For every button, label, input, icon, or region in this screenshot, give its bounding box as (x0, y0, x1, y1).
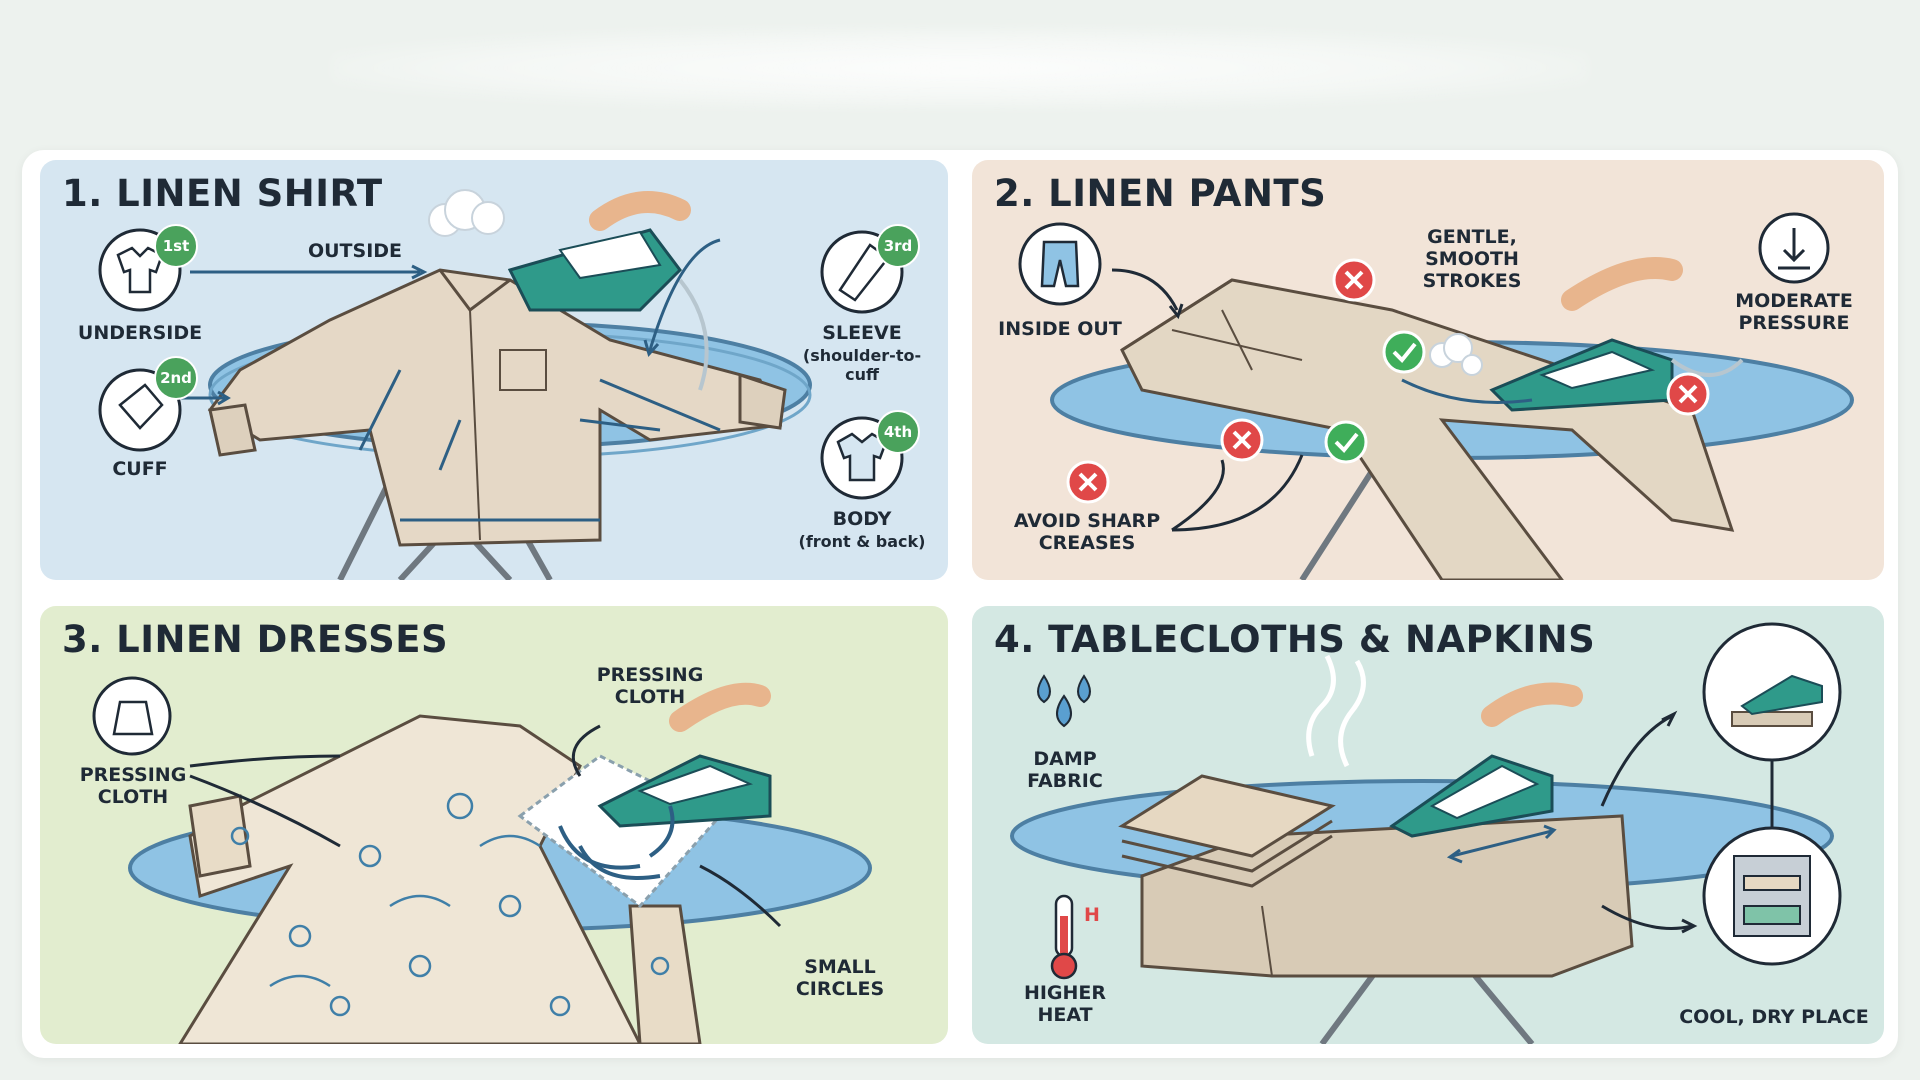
direction-arrows (180, 238, 721, 522)
label-body-note: (front & back) (798, 532, 926, 551)
top-title-area (330, 28, 1590, 108)
avoid-mark-icon (1666, 372, 1710, 416)
arrow-inside-out (1111, 268, 1184, 320)
step-badge-3rd: 3rd (876, 224, 920, 268)
pressing-cloth-icon (92, 676, 172, 756)
callout-arrows (189, 724, 782, 928)
label-avoid-creases: AVOID SHARP CREASES (1013, 510, 1161, 554)
label-damp-fabric: DAMP FABRIC (1027, 748, 1103, 792)
water-drops-icon (1037, 674, 1091, 728)
panel-linen-dresses: 3. LINEN DRESSES PRESSING CLOTH PRESSING… (40, 606, 948, 1044)
check-mark-icon (1382, 330, 1426, 374)
floral-pattern (230, 792, 670, 1017)
patterned-dress (178, 714, 702, 1044)
linen-pants-illustration (1018, 212, 1854, 580)
label-pressing-cloth-icon: PRESSING CLOTH (79, 764, 187, 808)
tablecloth-illustration (1010, 622, 1842, 1044)
step-badge-2nd: 2nd (154, 356, 198, 400)
avoid-mark-icon (1332, 258, 1376, 302)
label-moderate-pressure: MODERATE PRESSURE (1735, 290, 1853, 334)
label-outside: OUTSIDE (307, 240, 403, 262)
label-underside: UNDERSIDE (77, 322, 203, 344)
panel-linen-pants: 2. LINEN PANTS INSIDE OUT GENTLE, SMOOTH… (972, 160, 1884, 580)
arrow-creases (1171, 454, 1304, 532)
check-mark-icon (1324, 420, 1368, 464)
linen-shirt (207, 268, 787, 547)
steam-puffs (1429, 333, 1483, 376)
label-inside-out: INSIDE OUT (998, 318, 1122, 340)
avoid-mark-icon (1220, 418, 1264, 462)
step-badge-1st: 1st (154, 224, 198, 268)
label-cuff: CUFF (112, 458, 168, 480)
pants-icon (1018, 222, 1102, 306)
thermometer-icon (1050, 894, 1078, 980)
label-heat-letter: H (1084, 904, 1100, 926)
label-gentle-strokes: GENTLE, SMOOTH STROKES (1422, 226, 1522, 292)
panel-title: 4. TABLECLOTHS & NAPKINS (994, 618, 1596, 661)
panel-title: 3. LINEN DRESSES (62, 618, 449, 661)
folded-napkins (1118, 774, 1336, 888)
label-small-circles: SMALL CIRCLES (795, 956, 885, 1000)
label-pressing-cloth-top: PRESSING CLOTH (596, 664, 704, 708)
panel-tablecloths-napkins: 4. TABLECLOTHS & NAPKINS DAMP FABRIC H H… (972, 606, 1884, 1044)
ironed-stack-inset (1702, 622, 1842, 762)
steam-iron (1389, 682, 1583, 838)
panel-title: 2. LINEN PANTS (994, 172, 1327, 215)
steam-iron (1489, 257, 1744, 412)
label-cool-dry-place: COOL, DRY PLACE (1679, 1006, 1869, 1028)
closet-storage-inset (1702, 826, 1842, 966)
motion-arrow (1446, 824, 1557, 864)
steam-iron (597, 682, 772, 828)
panel-title: 1. LINEN SHIRT (62, 172, 383, 215)
panel-linen-shirt: 1. LINEN SHIRT 1st 2nd 3rd 4th UNDERSIDE… (40, 160, 948, 580)
tablecloth (1140, 814, 1634, 978)
step-badge-4th: 4th (876, 410, 920, 454)
rising-steam (1306, 654, 1366, 768)
linen-dress-illustration (92, 676, 872, 1044)
label-sleeve: SLEEVE (822, 322, 902, 344)
label-higher-heat: HIGHER HEAT (1023, 982, 1107, 1026)
steam-cloud (428, 189, 505, 237)
avoid-mark-icon (1066, 460, 1110, 504)
inset-arrows (1600, 710, 1774, 934)
label-body: BODY (832, 508, 892, 530)
steam-iron (507, 191, 709, 391)
circle-motion-arrows (558, 805, 675, 880)
pressure-icon (1758, 212, 1830, 284)
label-sleeve-note: (shoulder-to- cuff (802, 346, 922, 384)
stroke-arrow (1401, 378, 1533, 404)
